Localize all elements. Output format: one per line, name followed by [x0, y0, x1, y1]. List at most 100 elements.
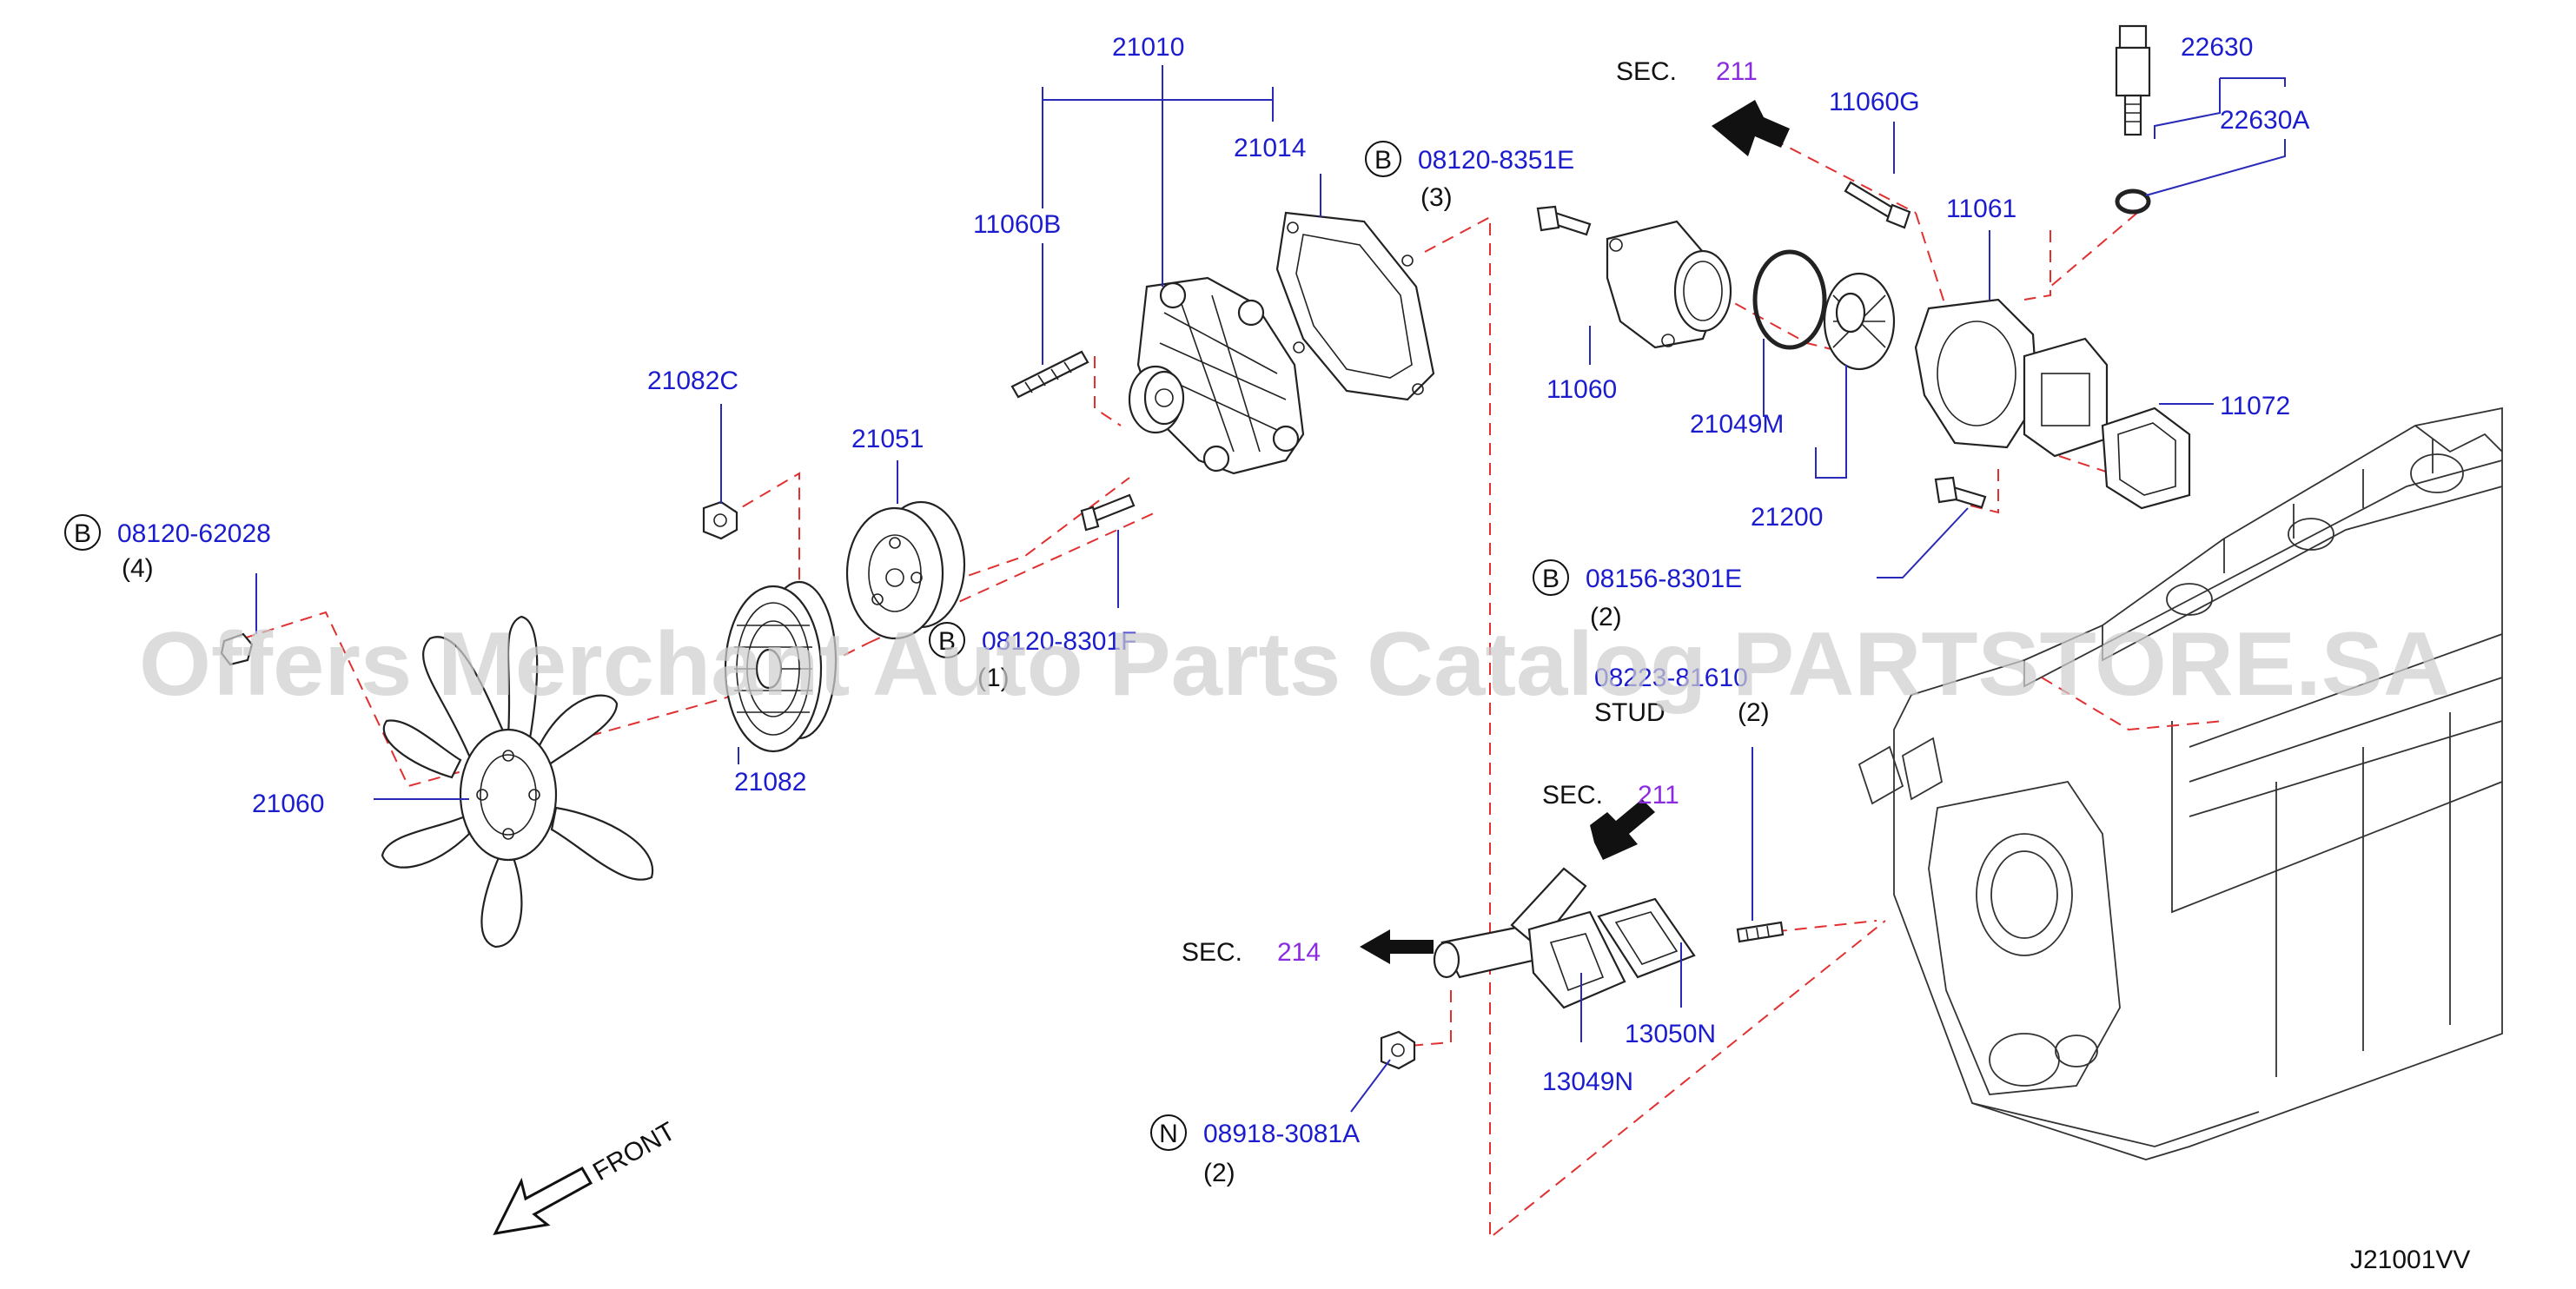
- label-13049n: 13049N: [1542, 1068, 1633, 1096]
- callout-08918-3081a: N 08918-3081A (2): [1150, 1114, 1360, 1187]
- arrow-sec-211-mid-icon: [1590, 799, 1655, 860]
- svg-text:(2): (2): [1203, 1159, 1235, 1187]
- svg-text:(4): (4): [122, 554, 154, 583]
- label-11060: 11060: [1546, 375, 1617, 404]
- gasket-22630a-illustration: [2115, 188, 2151, 215]
- svg-text:11060: 11060: [1546, 375, 1617, 404]
- cooling-fan-21060-illustration: [381, 615, 654, 949]
- svg-text:214: 214: [1277, 938, 1321, 967]
- svg-text:08156-8301E: 08156-8301E: [1586, 565, 1742, 593]
- thermostat-21200-illustration: [1823, 272, 1896, 371]
- callout-08156-8301e: B 08156-8301E (2): [1533, 559, 1742, 631]
- label-11072: 11072: [2220, 392, 2290, 420]
- stud-11060b-illustration: [1010, 350, 1089, 399]
- bolt-08120-8301f-illustration: [1080, 493, 1136, 532]
- label-22630: 22630: [2181, 33, 2253, 62]
- svg-text:08120-8351E: 08120-8351E: [1418, 146, 1574, 175]
- label-21049m: 21049M: [1690, 410, 1784, 439]
- svg-text:13049N: 13049N: [1542, 1068, 1633, 1096]
- svg-text:22630A: 22630A: [2220, 106, 2309, 135]
- svg-text:(3): (3): [1420, 183, 1453, 212]
- label-21014: 21014: [1234, 134, 1306, 162]
- svg-text:21200: 21200: [1751, 503, 1823, 532]
- svg-text:B: B: [74, 519, 91, 548]
- leader-lines: [255, 65, 2286, 1113]
- stud-08223-81610-illustration: [1736, 921, 1785, 943]
- svg-text:13050N: 13050N: [1625, 1020, 1716, 1048]
- label-21051: 21051: [851, 425, 924, 453]
- svg-text:B: B: [938, 627, 956, 656]
- label-21010: 21010: [1112, 33, 1184, 62]
- label-21200: 21200: [1751, 503, 1823, 532]
- sec-ref-211-top: SEC. 211: [1616, 57, 1758, 86]
- svg-text:21060: 21060: [252, 790, 324, 818]
- label-21082: 21082: [734, 768, 806, 797]
- svg-text:STUD: STUD: [1594, 698, 1665, 727]
- sensor-22630-illustration: [2115, 24, 2151, 136]
- label-21082c: 21082C: [647, 367, 738, 395]
- svg-text:SEC.: SEC.: [1542, 781, 1603, 810]
- svg-text:08120-62028: 08120-62028: [117, 519, 271, 548]
- callout-stud-08223-81610: 08223-81610 STUD (2): [1594, 664, 1770, 727]
- callout-08120-8301f: B 08120-8301F (1): [929, 622, 1136, 692]
- svg-text:11061: 11061: [1946, 195, 2016, 223]
- svg-text:SEC.: SEC.: [1616, 57, 1677, 86]
- bolt-21082c-illustration: [702, 500, 738, 540]
- svg-text:21049M: 21049M: [1690, 410, 1784, 439]
- svg-text:N: N: [1159, 1120, 1178, 1148]
- arrow-sec-214-icon: [1360, 929, 1434, 964]
- stud-11060g-illustration: [1844, 181, 1911, 229]
- svg-text:B: B: [1374, 146, 1392, 175]
- label-13050n: 13050N: [1625, 1020, 1716, 1048]
- svg-text:(1): (1): [977, 664, 1010, 692]
- gasket-21014-illustration: [1275, 211, 1435, 401]
- gasket-11072-illustration: [2101, 407, 2191, 510]
- front-label: FRONT: [588, 1117, 680, 1187]
- watermark: Offers Merchant Auto Parts Catalog PARTS…: [139, 614, 2450, 715]
- bolt-08120-8351e-illustration: [1536, 205, 1592, 236]
- svg-text:SEC.: SEC.: [1182, 938, 1242, 967]
- svg-text:21082C: 21082C: [647, 367, 738, 395]
- water-outlet-11060-illustration: [1606, 220, 1732, 349]
- svg-text:J21001VV: J21001VV: [2350, 1246, 2470, 1274]
- svg-text:211: 211: [1638, 781, 1679, 810]
- sec-ref-211-mid: SEC. 211: [1542, 781, 1679, 810]
- svg-text:08120-8301F: 08120-8301F: [982, 627, 1136, 656]
- svg-text:11060G: 11060G: [1829, 88, 1920, 116]
- svg-text:22630: 22630: [2181, 33, 2253, 62]
- svg-text:21014: 21014: [1234, 134, 1306, 162]
- diagram-code: J21001VV: [2350, 1246, 2470, 1274]
- svg-text:21082: 21082: [734, 768, 806, 797]
- callout-08120-62028: B 08120-62028 (4): [64, 514, 271, 583]
- nut-08918-3081a-illustration: [1380, 1030, 1416, 1070]
- svg-text:FRONT: FRONT: [588, 1117, 680, 1187]
- label-11061: 11061: [1946, 195, 2016, 223]
- pulley-21051-illustration: [845, 500, 966, 640]
- arrow-sec-211-top-icon: [1712, 100, 1790, 156]
- svg-text:(2): (2): [1738, 698, 1770, 727]
- gasket-13050n-illustration: [1597, 897, 1696, 979]
- svg-text:21051: 21051: [851, 425, 924, 453]
- svg-text:(2): (2): [1590, 603, 1622, 631]
- svg-text:21010: 21010: [1112, 33, 1184, 62]
- front-arrow-icon: [493, 1166, 593, 1235]
- o-ring-21049m-illustration: [1752, 249, 1827, 350]
- fan-clutch-21082-illustration: [724, 580, 838, 753]
- thermostat-housing-11061-illustration: [1914, 298, 2109, 458]
- label-11060g: 11060G: [1829, 88, 1920, 116]
- label-11060b: 11060B: [973, 210, 1061, 239]
- engine-block-illustration: [1858, 407, 2503, 1160]
- svg-text:Offers Merchant Auto Parts Cat: Offers Merchant Auto Parts Catalog PARTS…: [139, 614, 2450, 715]
- bolt-08120-62028-illustration: [220, 632, 254, 666]
- label-21060: 21060: [252, 790, 324, 818]
- water-pump-21010-illustration: [1128, 276, 1305, 475]
- sec-ref-214: SEC. 214: [1182, 938, 1321, 967]
- water-inlet-13049n-illustration: [1433, 867, 1626, 1009]
- label-22630a: 22630A: [2220, 106, 2309, 135]
- svg-text:11072: 11072: [2220, 392, 2290, 420]
- callout-08120-8351e: B 08120-8351E (3): [1365, 141, 1574, 212]
- bolt-08156-8301e-illustration: [1934, 476, 1987, 509]
- svg-text:08918-3081A: 08918-3081A: [1203, 1120, 1360, 1148]
